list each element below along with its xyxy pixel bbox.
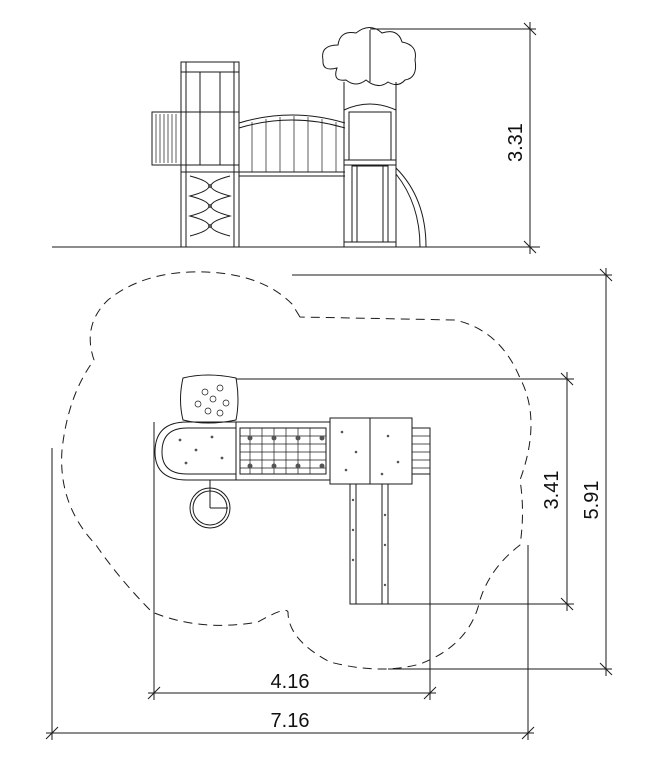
square-deck bbox=[329, 417, 413, 485]
total-depth-label: 5.91 bbox=[581, 481, 603, 520]
dimension-inner-width: 4.16 bbox=[147, 422, 437, 700]
safety-zone-boundary bbox=[61, 271, 532, 670]
elevation-height-label: 3.31 bbox=[505, 123, 527, 162]
slide-plan bbox=[349, 483, 389, 605]
dimension-elevation-height: 3.31 bbox=[370, 22, 537, 254]
roof-canopy bbox=[180, 374, 239, 424]
elevation-view: 3.31 bbox=[52, 22, 540, 254]
bridge bbox=[238, 114, 346, 177]
spiral-climber bbox=[188, 175, 232, 237]
left-tower bbox=[180, 61, 240, 248]
right-tower bbox=[322, 27, 416, 247]
inner-width-label: 4.16 bbox=[271, 671, 310, 693]
spiral-climber-plan bbox=[189, 480, 231, 529]
inner-depth-label: 3.41 bbox=[541, 471, 563, 510]
total-width-label: 7.16 bbox=[271, 710, 310, 732]
curved-slide bbox=[395, 167, 427, 248]
dimension-total-width: 7.16 bbox=[45, 448, 535, 740]
dimension-total-depth: 5.91 bbox=[292, 268, 613, 676]
side-climber-plan bbox=[411, 427, 431, 475]
bridge-plan bbox=[235, 421, 331, 481]
rounded-deck bbox=[154, 421, 237, 481]
plan-view: 5.91 3.41 4.16 7.16 bbox=[45, 268, 613, 740]
left-side-panel bbox=[151, 111, 182, 166]
dimension-inner-depth: 3.41 bbox=[236, 372, 574, 611]
